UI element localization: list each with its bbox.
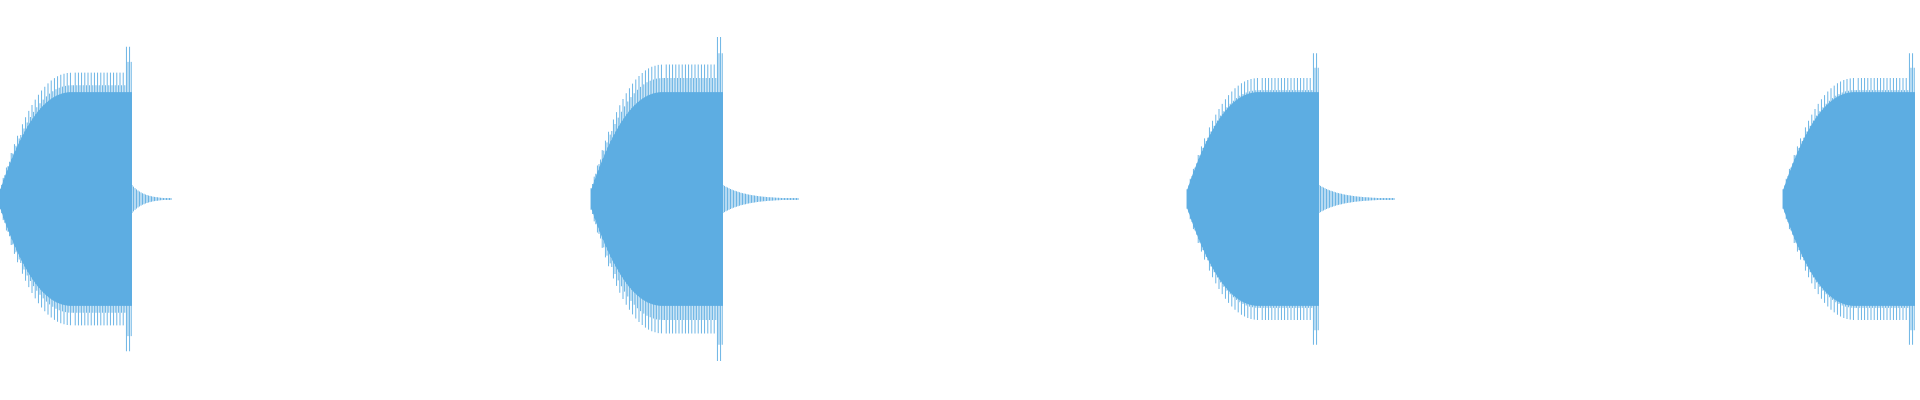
waveform-pulse-body	[1783, 92, 1915, 306]
waveform-pulse-4	[1782, 53, 1915, 345]
waveform-pulse-3	[1186, 53, 1395, 345]
waveform-pulse-body	[1187, 92, 1319, 306]
waveform-pulse-tail	[131, 185, 172, 213]
waveform-pulse-2	[590, 37, 799, 361]
waveform-pulse-tail	[722, 185, 799, 213]
waveform-pulse-body	[591, 92, 723, 306]
waveform-pulse-1	[0, 46, 172, 352]
waveform-pulses	[0, 37, 1915, 361]
waveform-pulse-tail	[1318, 185, 1395, 213]
waveform-pulse-body	[0, 92, 132, 306]
